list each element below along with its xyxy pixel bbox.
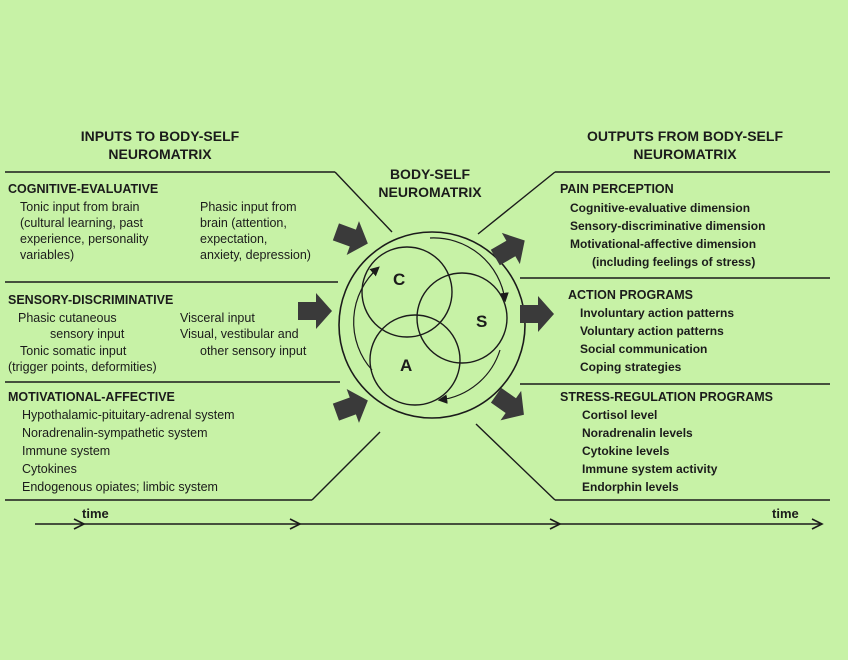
loop-arrow-left [353,266,380,371]
output-bottom-diagonal [475,423,556,501]
action-item: Voluntary action patterns [580,324,724,338]
cognitive-left-line: (cultural learning, past [20,216,143,230]
cognitive-right-line: anxiety, depression) [200,248,311,262]
pain-item: (including feelings of stress) [592,255,756,269]
letter-cognitive: C [393,270,406,289]
loop-arrow-right [437,349,501,404]
motivational-heading: MOTIVATIONAL-AFFECTIVE [8,390,175,404]
action-item: Involuntary action patterns [580,306,735,320]
action-item: Social communication [580,342,708,356]
neuromatrix-outer-circle [338,231,526,419]
cognitive-heading: COGNITIVE-EVALUATIVE [8,182,159,196]
inputs-title-line2: NEUROMATRIX [108,146,212,162]
action-heading: ACTION PROGRAMS [568,288,693,302]
stress-heading: STRESS-REGULATION PROGRAMS [560,390,773,404]
stress-item: Cytokine levels [582,444,670,458]
timeline-tick-3 [549,518,562,530]
time-label-left: time [82,506,109,521]
motivational-item: Endogenous opiates; limbic system [22,480,218,494]
pain-heading: PAIN PERCEPTION [560,182,674,196]
letter-sensory: S [476,312,488,331]
motivational-item: Noradrenalin-sympathetic system [22,426,208,440]
sensory-left-line: Phasic cutaneous [18,311,117,325]
pain-item: Cognitive-evaluative dimension [570,201,751,215]
motivational-item: Immune system [22,444,111,458]
stress-item: Immune system activity [582,462,718,476]
output-arrow-action [520,296,554,332]
cognitive-left-line: Tonic input from brain [20,200,140,214]
loop-arrow-top [429,237,509,303]
stress-item: Cortisol level [582,408,658,422]
cognitive-right-line: Phasic input from [200,200,297,214]
stress-item: Endorphin levels [582,480,679,494]
stress-item: Noradrenalin levels [582,426,693,440]
motivational-item: Cytokines [22,462,77,476]
input-top-diagonal [334,171,393,233]
timeline-tick-4 [811,518,824,530]
sensory-heading: SENSORY-DISCRIMINATIVE [8,293,174,307]
output-arrow-pain [490,232,525,266]
input-arrow-sensory [298,293,332,329]
center-title-line1: BODY-SELF [389,166,471,182]
motivational-item: Hypothalamic-pituitary-adrenal system [22,408,235,422]
pain-item: Motivational-affective dimension [570,237,757,251]
inputs-title-line1: INPUTS TO BODY-SELF [80,128,240,144]
cognitive-left-line: experience, personality [20,232,149,246]
sensory-right-line: other sensory input [200,344,307,358]
sensory-right-line: Visceral input [180,311,255,325]
input-arrow-motivational [332,389,368,423]
sensory-left-line: (trigger points, deformities) [8,360,157,374]
output-arrow-stress [490,387,524,421]
outputs-title-line2: NEUROMATRIX [633,146,737,162]
input-arrow-cognitive [332,221,368,255]
cognitive-right-line: expectation, [200,232,268,246]
center-title-line2: NEUROMATRIX [378,184,482,200]
timeline-tick-1 [73,518,86,530]
outputs-title-line1: OUTPUTS FROM BODY-SELF [587,128,783,144]
action-item: Coping strategies [580,360,682,374]
timeline-tick-2 [289,518,302,530]
affective-circle [369,314,461,406]
sensory-circle [416,272,508,364]
sensory-left-line: Tonic somatic input [20,344,127,358]
cognitive-right-line: brain (attention, [200,216,287,230]
input-bottom-diagonal [311,431,381,501]
cognitive-left-line: variables) [20,248,75,262]
sensory-right-line: Visual, vestibular and [180,327,299,341]
time-label-right: time [772,506,799,521]
letter-affective: A [400,356,413,375]
output-top-diagonal [477,171,556,235]
sensory-left-line: sensory input [50,327,125,341]
cognitive-circle [361,246,453,338]
pain-item: Sensory-discriminative dimension [570,219,766,233]
